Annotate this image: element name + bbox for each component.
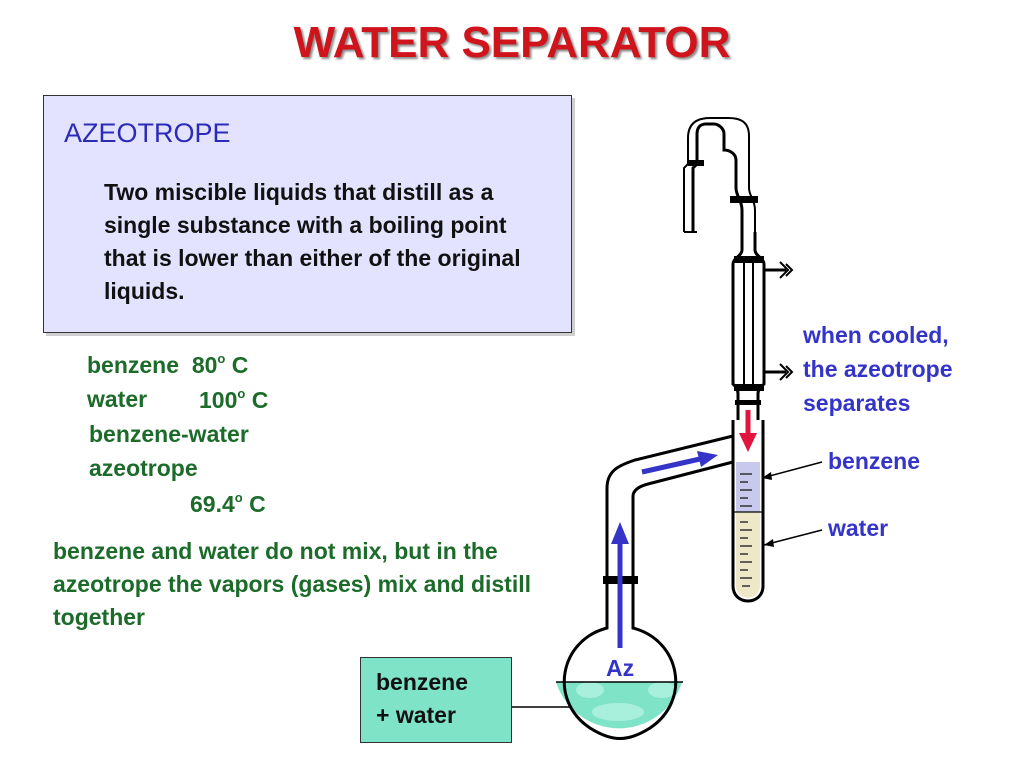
water-layer-label: water: [828, 515, 889, 541]
water-leader-arrowhead: [764, 539, 774, 547]
azeotrope-name-line1: benzene-water: [89, 421, 249, 447]
unit: C: [251, 387, 269, 413]
condenser: [731, 232, 794, 420]
cooling-note: when cooled, the azeotrope separates: [803, 318, 1023, 420]
round-bottom-flask: [556, 580, 683, 740]
degree-mark: o: [217, 351, 226, 366]
page-title: WATER SEPARATOR: [293, 18, 731, 67]
top-adapter: [683, 117, 758, 233]
azeotrope-boiling-value: 69.4o C: [190, 490, 266, 518]
mixing-note: benzene and water do not mix, but in the…: [53, 538, 532, 630]
cooling-note-line: when cooled,: [803, 322, 949, 348]
definition-box: AZEOTROPE Two miscible liquids that dist…: [43, 95, 572, 333]
graduated-receiver: [731, 420, 765, 603]
water-leader-line: [763, 529, 823, 546]
vapor-side-arrow: [641, 451, 718, 475]
benzene-leader-line: [761, 461, 823, 479]
cooling-note-line: separates: [803, 390, 911, 416]
mixture-label-line: benzene: [376, 669, 469, 695]
benzene-value: 80: [191, 352, 218, 378]
azeotrope-name-line2: azeotrope: [89, 455, 198, 481]
mixture-label: benzene + water: [376, 666, 468, 732]
benzene-boiling-point: benzene 80o C: [87, 351, 248, 379]
azeotrope-vapor-label: Az: [606, 655, 635, 681]
definition-text: Two miscible liquids that distill as a s…: [104, 179, 521, 304]
definition-heading: AZEOTROPE: [64, 118, 231, 148]
benzene-name: benzene: [87, 352, 180, 378]
benzene-layer-label: benzene: [828, 448, 921, 474]
water-name: water: [87, 386, 148, 412]
degree-mark: o: [234, 490, 243, 505]
unit: C: [249, 491, 266, 517]
water-boiling-value: 100o C: [199, 386, 268, 414]
water-boiling-point: water: [87, 386, 147, 413]
azeotrope-value: 69.4: [190, 491, 235, 517]
condensate-down-arrow: [739, 410, 757, 452]
degree-mark: o: [237, 386, 246, 401]
cooling-note-line: the azeotrope: [803, 356, 953, 382]
mixture-label-box: benzene + water: [360, 657, 512, 743]
vapor-up-arrow: [611, 522, 629, 648]
unit: C: [231, 352, 249, 378]
mixture-label-line: + water: [376, 702, 456, 728]
water-value: 100: [199, 387, 238, 413]
